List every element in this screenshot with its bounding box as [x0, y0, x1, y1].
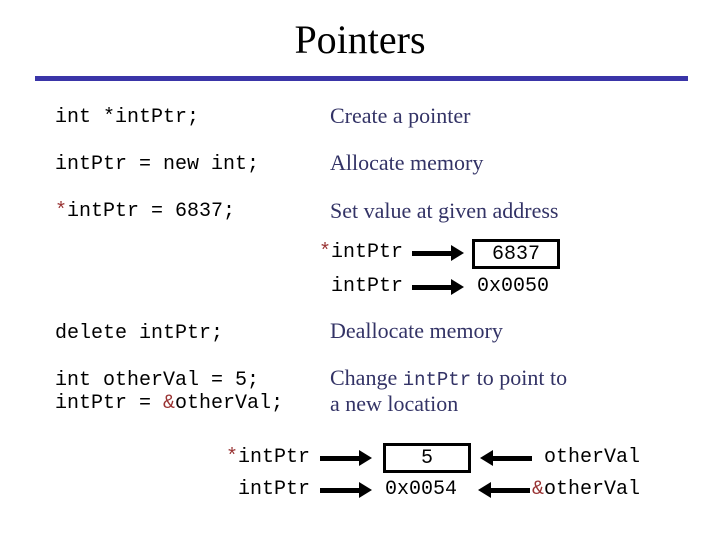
arrow-shaft	[412, 285, 453, 290]
arrow-head	[478, 482, 491, 498]
code-declare-otherval: int otherVal = 5;	[55, 369, 260, 392]
diagram2-address-expr-label: &otherVal	[532, 478, 640, 501]
code-set-value-rest: intPtr = 6837;	[67, 200, 236, 223]
desc-change-post: to point to	[471, 365, 568, 390]
arrow-left-icon	[480, 450, 532, 466]
arrow-shaft	[491, 456, 532, 461]
desc-change-pre: Change	[330, 365, 403, 390]
title-underline-rule	[35, 76, 688, 81]
arrow-shaft	[320, 456, 361, 461]
diagram2-deref-star-symbol: *	[225, 446, 238, 469]
diagram2-deref-name: intPtr	[237, 446, 310, 469]
diagram1-pointer-label: intPtr	[330, 275, 403, 298]
code-delete-pointer: delete intPtr;	[55, 322, 224, 345]
arrow-right-icon	[320, 482, 372, 498]
arrow-head	[451, 279, 464, 295]
arrow-head	[359, 482, 372, 498]
arrow-shaft	[489, 488, 530, 493]
arrow-shaft	[320, 488, 361, 493]
address-of-symbol: &	[163, 392, 176, 415]
desc-allocate-memory: Allocate memory	[330, 150, 484, 175]
arrow-head	[451, 245, 464, 261]
code-declare-pointer: int *intPtr;	[55, 106, 200, 129]
desc-change-code-intptr: intPtr	[402, 369, 472, 391]
diagram1-value: 6837	[491, 242, 540, 266]
desc-deallocate-memory: Deallocate memory	[330, 318, 503, 343]
diagram1-deref-star-symbol: *	[318, 241, 331, 264]
arrow-head	[480, 450, 493, 466]
diagram1-address-value: 0x0050	[477, 275, 550, 298]
code-set-value: *intPtr = 6837;	[55, 200, 235, 223]
desc-change-pointer-line1: Change intPtr to point to	[330, 365, 567, 393]
desc-create-pointer: Create a pointer	[330, 103, 471, 128]
dereference-star-symbol: *	[55, 200, 68, 223]
desc-change-pointer-line2: a new location	[330, 391, 459, 416]
diagram1-value-box: 6837	[472, 239, 560, 269]
diagram2-address-of-symbol: &	[531, 478, 544, 501]
code-reassign-post: otherVal;	[175, 392, 284, 415]
diagram2-pointer-label: intPtr	[237, 478, 310, 501]
desc-set-value: Set value at given address	[330, 198, 559, 223]
code-reassign-pointer: intPtr = &otherVal;	[55, 392, 283, 415]
diagram2-value-box: 5	[383, 443, 471, 473]
arrow-right-icon	[320, 450, 372, 466]
diagram2-address-value: 0x0054	[385, 478, 458, 501]
diagram2-address-expr-name: otherVal	[543, 478, 640, 501]
diagram2-value: 5	[420, 446, 433, 470]
arrow-right-icon	[412, 279, 464, 295]
arrow-right-icon	[412, 245, 464, 261]
diagram1-deref-name: intPtr	[330, 241, 403, 264]
diagram2-value-variable-label: otherVal	[543, 446, 640, 469]
code-reassign-pre: intPtr =	[55, 392, 164, 415]
code-allocate-memory: intPtr = new int;	[55, 153, 260, 176]
arrow-shaft	[412, 251, 453, 256]
arrow-left-icon	[478, 482, 530, 498]
slide-title: Pointers	[294, 17, 426, 62]
diagram2-deref-label: *intPtr	[226, 446, 310, 469]
diagram1-deref-label: *intPtr	[319, 241, 403, 264]
arrow-head	[359, 450, 372, 466]
